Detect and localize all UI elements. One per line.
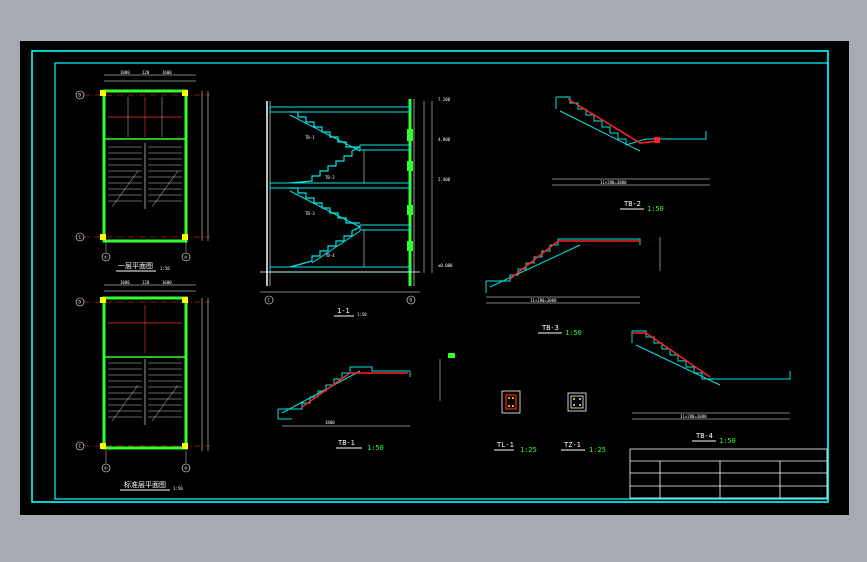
level-3: 2.400 xyxy=(438,177,451,182)
tz1-title: TZ-1 xyxy=(564,441,581,449)
plan2-dim-2: 120 xyxy=(142,280,150,285)
detail-tb1: 1800 TB-1 1:50 xyxy=(277,353,455,452)
flight-label-4: TB-4 xyxy=(325,253,335,258)
plan1-axis-1: ① xyxy=(104,255,108,260)
tb1-dim: 1800 xyxy=(325,420,335,425)
plan2-scale: 1:50 xyxy=(173,486,183,491)
detail-tb2: 11×280=3080 TB-2 1:50 xyxy=(552,96,710,213)
plan1-axis-C: C xyxy=(79,235,82,240)
title-block xyxy=(629,448,828,499)
tb4-dim: 11×280=3080 xyxy=(680,414,707,419)
plan1-axis-D: D xyxy=(79,93,82,98)
section-axis-D: D xyxy=(410,298,413,303)
detail-tl1-tz1: TL-1 1:25 TZ-1 1:25 xyxy=(494,390,606,454)
tb3-scale: 1:50 xyxy=(565,329,582,337)
section-scale: 1:50 xyxy=(357,312,367,317)
plan1-axis-2: ② xyxy=(184,255,188,260)
plan-standard-floor: 1080 120 1600 D C xyxy=(75,280,210,491)
tb3-dim: 11×280=3080 xyxy=(530,298,557,303)
detail-tb4: 11×280=3080 TB-4 1:50 xyxy=(631,330,791,445)
plan1-scale: 1:50 xyxy=(160,266,170,271)
level-4: ±0.000 xyxy=(438,263,453,268)
tb1-scale: 1:50 xyxy=(367,444,384,452)
plan1-dim-3: 1600 xyxy=(162,70,172,75)
tb2-dim: 11×280=3080 xyxy=(600,180,627,185)
plan-ground-floor: 1080 120 1600 xyxy=(75,70,210,272)
tz1-scale: 1:25 xyxy=(589,446,606,454)
tb2-title: TB-2 xyxy=(624,200,641,208)
tl1-title: TL-1 xyxy=(497,441,514,449)
section-axis-C: C xyxy=(268,298,271,303)
drawing-sheet: 1080 120 1600 xyxy=(20,41,849,515)
level-2: 4.800 xyxy=(438,137,451,142)
flight-label-1: TB-1 xyxy=(305,135,315,140)
plan2-axis-D: D xyxy=(79,300,82,305)
plan2-dim-1: 1080 xyxy=(120,280,130,285)
tb3-title: TB-3 xyxy=(542,324,559,332)
section-title: 1-1 xyxy=(337,307,350,315)
tb4-scale: 1:50 xyxy=(719,437,736,445)
level-1: 7.200 xyxy=(438,97,451,102)
plan1-dim-2: 120 xyxy=(142,70,150,75)
plan2-title: 标准层平面图 xyxy=(124,480,166,489)
tb1-title: TB-1 xyxy=(338,439,355,447)
tb2-scale: 1:50 xyxy=(647,205,664,213)
plan2-axis-2: ② xyxy=(184,466,188,471)
section-1-1: TB-1 TB-2 TB-3 TB-4 7.200 4.800 2.400 ±0… xyxy=(260,97,453,317)
tl1-scale: 1:25 xyxy=(520,446,537,454)
flight-label-3: TB-3 xyxy=(305,211,315,216)
cad-drawing: 1080 120 1600 xyxy=(31,50,829,503)
plan2-dim-3: 1600 xyxy=(162,280,172,285)
plan1-title: 一层平面图 xyxy=(118,262,153,270)
plan2-axis-C: C xyxy=(79,444,82,449)
tb4-title: TB-4 xyxy=(696,432,713,440)
flight-label-2: TB-2 xyxy=(325,175,335,180)
inner-frame xyxy=(54,62,829,500)
plan1-dim-1: 1080 xyxy=(120,70,130,75)
detail-tb3: 11×280=3080 TB-3 1:50 xyxy=(485,237,661,337)
plan2-axis-1: ① xyxy=(104,466,108,471)
